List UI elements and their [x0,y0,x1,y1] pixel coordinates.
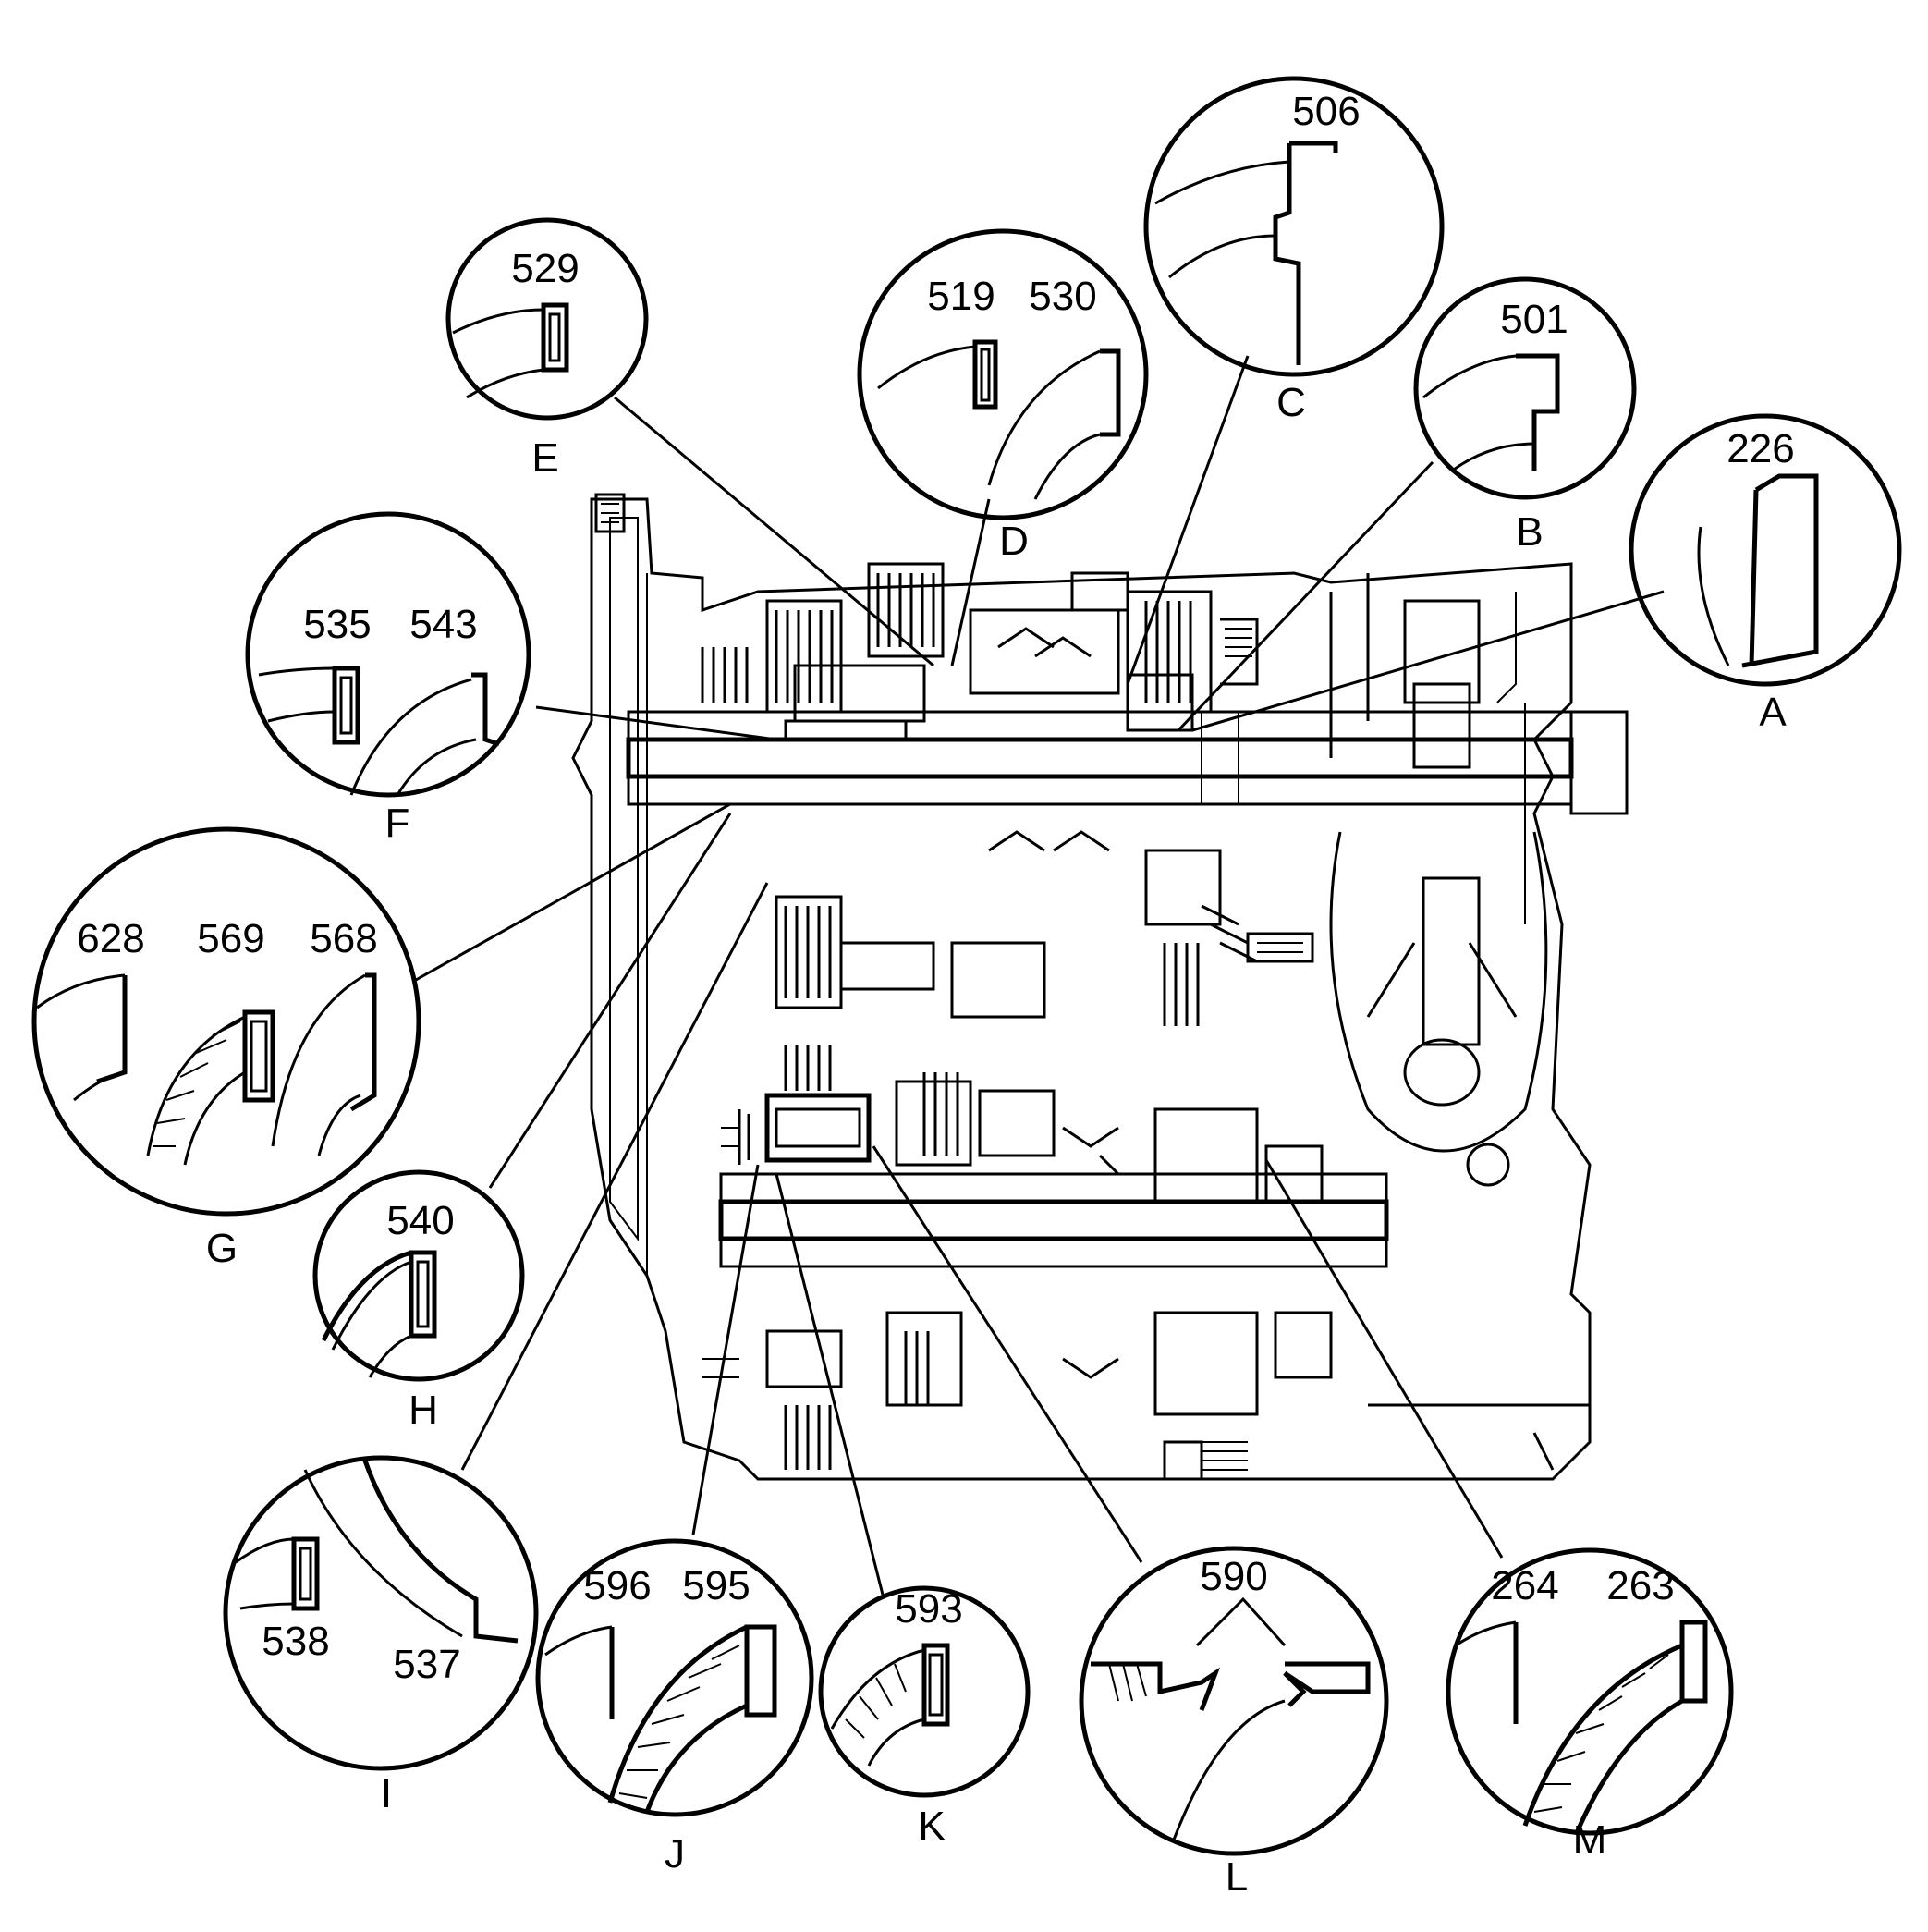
detail-circle-A [1629,413,1902,687]
callout-G-number-2: 569 [197,916,264,961]
callout-C-letter: C [1276,380,1306,425]
detail-circle-K [818,1585,1031,1798]
leader-L [872,1145,1143,1563]
clutch-pack-middle [775,830,1314,1026]
callout-A-letter: A [1759,690,1787,735]
leader-C [1126,355,1250,685]
callout-F-number-1: 535 [303,602,371,647]
leader-I [460,882,769,1471]
callout-H-letter: H [409,1388,438,1433]
detail-D-ring-519 [972,339,998,410]
callout-A: 226 A [1629,413,1902,735]
callout-B-letter: B [1516,509,1543,555]
callout-L-letter: L [1226,1854,1248,1900]
callout-I-number-2: 537 [393,1642,460,1687]
callout-D: 519 530 D [857,228,1149,564]
clutch-pack-upper-middle [784,562,945,741]
callout-F: 535 543 F [245,511,531,846]
callout-G: 628 569 568 G [31,826,421,1271]
clutch-pack-lower [721,1045,1324,1204]
detail-G-ring-569 [242,1009,275,1103]
callout-H: 540 H [312,1169,525,1433]
lower-section [702,1311,1592,1481]
callout-A-number-1: 226 [1727,426,1794,471]
transmission-assembly [571,493,1629,1481]
callout-B-number-1: 501 [1500,297,1568,342]
callout-J-number-1: 596 [583,1563,651,1608]
detail-K-ring-593 [921,1643,950,1727]
callout-H-number-1: 540 [386,1198,454,1243]
callout-I-letter: I [381,1771,392,1816]
leader-G [415,802,731,982]
callout-M: 264 263 M [1446,1547,1734,1863]
callout-E-letter: E [531,435,558,481]
detail-circle-H [312,1169,525,1382]
callout-E: 529 E [445,217,649,481]
callout-B: 501 B [1413,276,1637,555]
detail-circle-E [445,217,649,421]
callout-L: 590 L [1079,1546,1389,1900]
detail-circle-J [535,1538,814,1817]
callout-G-number-3: 568 [310,916,377,961]
callout-G-letter: G [206,1226,238,1271]
callout-J-letter: J [665,1831,685,1877]
callout-D-letter: D [999,519,1029,564]
callout-J-number-2: 595 [682,1563,750,1608]
leader-H [488,813,732,1189]
detail-E-ring-529 [541,302,569,373]
detail-J-ring-595 [744,1624,777,1718]
leader-E [614,396,934,667]
detail-circle-M [1446,1547,1734,1836]
leader-lines [415,355,1665,1596]
callout-I-number-1: 538 [262,1619,329,1664]
callout-J: 596 595 J [535,1538,814,1877]
callout-F-number-2: 543 [409,602,477,647]
leader-A [1191,590,1665,732]
detail-circle-L [1079,1546,1389,1856]
callout-G-number-1: 628 [77,916,144,961]
detail-circle-B [1413,276,1637,500]
callout-M-number-2: 263 [1606,1563,1674,1608]
detail-circle-F [245,511,531,798]
leader-D [950,498,991,666]
callout-M-number-1: 264 [1491,1563,1558,1608]
leader-J [691,1164,760,1535]
detail-M-ring-263 [1679,1620,1708,1704]
converter-housing [1329,573,1548,1187]
detail-circle-D [857,228,1149,520]
leader-B [1177,460,1434,732]
callout-D-number-2: 530 [1029,274,1096,319]
callout-C-number-1: 506 [1292,89,1360,134]
detail-circle-G [31,826,421,1217]
detail-F-ring-535 [332,666,360,745]
planetary-upper [969,571,1129,695]
leader-K [775,1173,885,1596]
detail-I-ring-538 [291,1536,320,1611]
clutch-pack-upper-right [1126,590,1259,732]
detail-H-ring-540 [409,1250,437,1339]
callout-I: 538 537 I [223,1455,539,1816]
callout-L-number-1: 590 [1200,1554,1267,1599]
callout-M-letter: M [1573,1817,1607,1863]
leader-F [535,705,777,741]
detail-circle-I [223,1455,539,1771]
leader-M [1264,1159,1504,1559]
callout-F-letter: F [385,801,410,846]
detail-circle-C [1143,76,1445,377]
clutch-pack-upper-left [701,599,843,714]
callout-K-letter: K [918,1804,945,1849]
callout-K: 593 K [818,1585,1031,1849]
callout-C: 506 C [1143,76,1445,425]
callout-D-number-1: 519 [927,274,995,319]
callout-E-number-1: 529 [511,246,579,291]
callout-K-number-1: 593 [895,1586,962,1632]
